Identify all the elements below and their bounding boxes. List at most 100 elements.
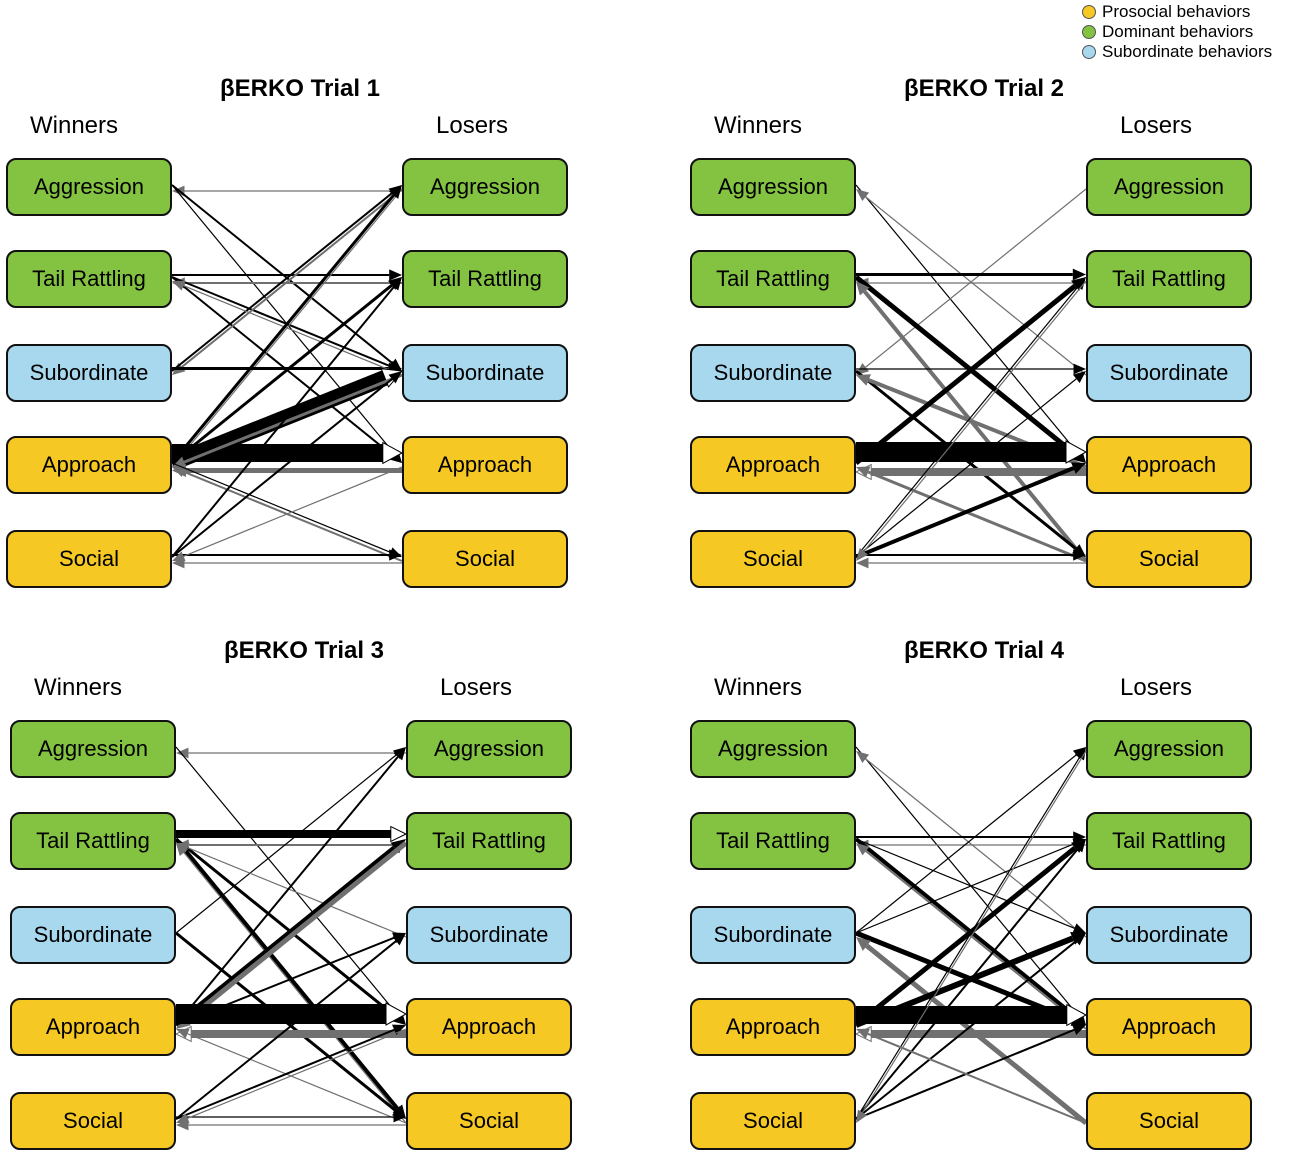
panel-title: βERKO Trial 1	[219, 75, 381, 102]
winners-heading: Winners	[30, 112, 119, 139]
arrow-head	[1072, 268, 1086, 281]
arrow-head	[1073, 277, 1086, 291]
winner-node-approach: Approach	[690, 436, 856, 494]
arrow-shaft	[183, 373, 403, 464]
arrow-head	[388, 371, 402, 384]
transition-arrow	[175, 837, 406, 1025]
arrow-shaft	[175, 746, 399, 1016]
transition-arrow	[172, 549, 402, 561]
arrow-shaft	[174, 845, 397, 1028]
arrow-shaft	[179, 188, 403, 458]
transition-arrow	[856, 549, 1086, 561]
arrow-shaft	[183, 470, 403, 562]
arrow-head	[392, 1012, 406, 1025]
transition-arrow	[176, 842, 407, 938]
transition-arrow	[855, 277, 1086, 558]
arrow-head	[393, 747, 406, 761]
arrow-shaft	[855, 838, 1075, 929]
winners-heading: Winners	[714, 674, 803, 701]
transition-arrow	[856, 440, 1088, 464]
winner-node-tail-rattling: Tail Rattling	[6, 250, 172, 308]
arrow-shaft	[171, 184, 393, 364]
winner-node-aggression: Aggression	[690, 158, 856, 216]
arrow-head	[172, 551, 186, 562]
winners-heading: Winners	[714, 112, 803, 139]
arrow-head	[176, 842, 190, 853]
winner-node-approach: Approach	[690, 998, 856, 1056]
losers-heading: Losers	[436, 112, 509, 139]
arrow-shaft	[183, 285, 403, 376]
legend-item-prosocial: Prosocial behaviors	[1082, 2, 1298, 22]
loser-node-social: Social	[402, 530, 568, 588]
transition-arrow	[176, 747, 406, 759]
arrow-head	[1065, 440, 1088, 464]
arrow-shaft	[187, 1033, 407, 1124]
loser-node-aggression: Aggression	[1086, 720, 1252, 778]
arrow-shaft	[854, 837, 1077, 1019]
winner-node-approach: Approach	[6, 436, 172, 494]
arrow-head	[392, 1024, 406, 1036]
loser-node-tail-rattling: Tail Rattling	[1086, 812, 1252, 870]
winner-node-social: Social	[690, 530, 856, 588]
arrow-shaft	[854, 283, 1077, 465]
transition-arrow	[170, 185, 402, 464]
transition-arrow	[855, 747, 1086, 934]
legend-item-dominant: Dominant behaviors	[1082, 22, 1298, 42]
winner-node-aggression: Aggression	[6, 158, 172, 216]
transition-arrow	[856, 277, 1086, 289]
transition-arrow	[171, 462, 402, 558]
arrow-shaft	[863, 290, 1088, 563]
transition-arrow	[171, 371, 402, 558]
arrow-shaft	[175, 1028, 395, 1120]
loser-node-approach: Approach	[1086, 998, 1252, 1056]
arrow-shaft	[171, 378, 393, 558]
arrow-head	[1074, 747, 1086, 761]
arrow-head	[393, 1111, 406, 1123]
arrow-shaft	[187, 847, 407, 938]
arrow-shaft	[170, 194, 395, 464]
winner-node-tail-rattling: Tail Rattling	[690, 250, 856, 308]
arrow-head	[1072, 371, 1086, 384]
arrow-shaft	[174, 837, 399, 1110]
loser-node-approach: Approach	[1086, 436, 1252, 494]
transition-arrow	[172, 464, 402, 477]
arrow-head	[1072, 1024, 1086, 1036]
panel-title: βERKO Trial 2	[903, 75, 1065, 102]
transition-arrow	[856, 750, 1087, 1123]
arrow-shaft	[855, 848, 1079, 1120]
transition-arrow	[856, 751, 1087, 938]
arrow-head	[1066, 1003, 1088, 1027]
transition-arrow	[856, 466, 1087, 563]
transition-arrow	[856, 557, 1086, 569]
arrow-shaft	[865, 758, 1087, 938]
arrow-shaft	[855, 378, 1077, 558]
losers-heading: Losers	[440, 674, 513, 701]
transition-arrow	[855, 838, 1086, 934]
winner-node-aggression: Aggression	[690, 720, 856, 778]
legend-item-subordinate: Subordinate behaviors	[1082, 42, 1298, 62]
arrow-shaft	[867, 470, 1087, 563]
transition-arrow	[856, 1028, 1087, 1124]
winner-node-social: Social	[690, 1092, 856, 1150]
legend-label: Subordinate behaviors	[1102, 42, 1273, 61]
arrow-head	[176, 843, 189, 857]
arrow-shaft	[171, 462, 391, 553]
arrow-head	[1072, 933, 1086, 946]
arrow-head	[856, 937, 871, 951]
arrow-head	[389, 269, 402, 281]
arrow-head	[856, 281, 870, 296]
arrow-shaft	[171, 184, 395, 454]
losers-heading: Losers	[1120, 112, 1193, 139]
transition-arrow	[172, 185, 402, 197]
loser-node-tail-rattling: Tail Rattling	[402, 250, 568, 308]
panel-title: βERKO Trial 4	[903, 637, 1065, 664]
transition-arrow	[176, 1002, 408, 1026]
arrow-shaft	[867, 1032, 1087, 1124]
legend: Prosocial behaviors Dominant behaviors S…	[1082, 2, 1298, 62]
transition-arrows	[174, 746, 408, 1131]
arrow-head	[172, 280, 186, 291]
arrow-shaft	[863, 280, 1087, 552]
arrow-shaft	[171, 284, 393, 465]
transition-arrow	[172, 466, 403, 562]
